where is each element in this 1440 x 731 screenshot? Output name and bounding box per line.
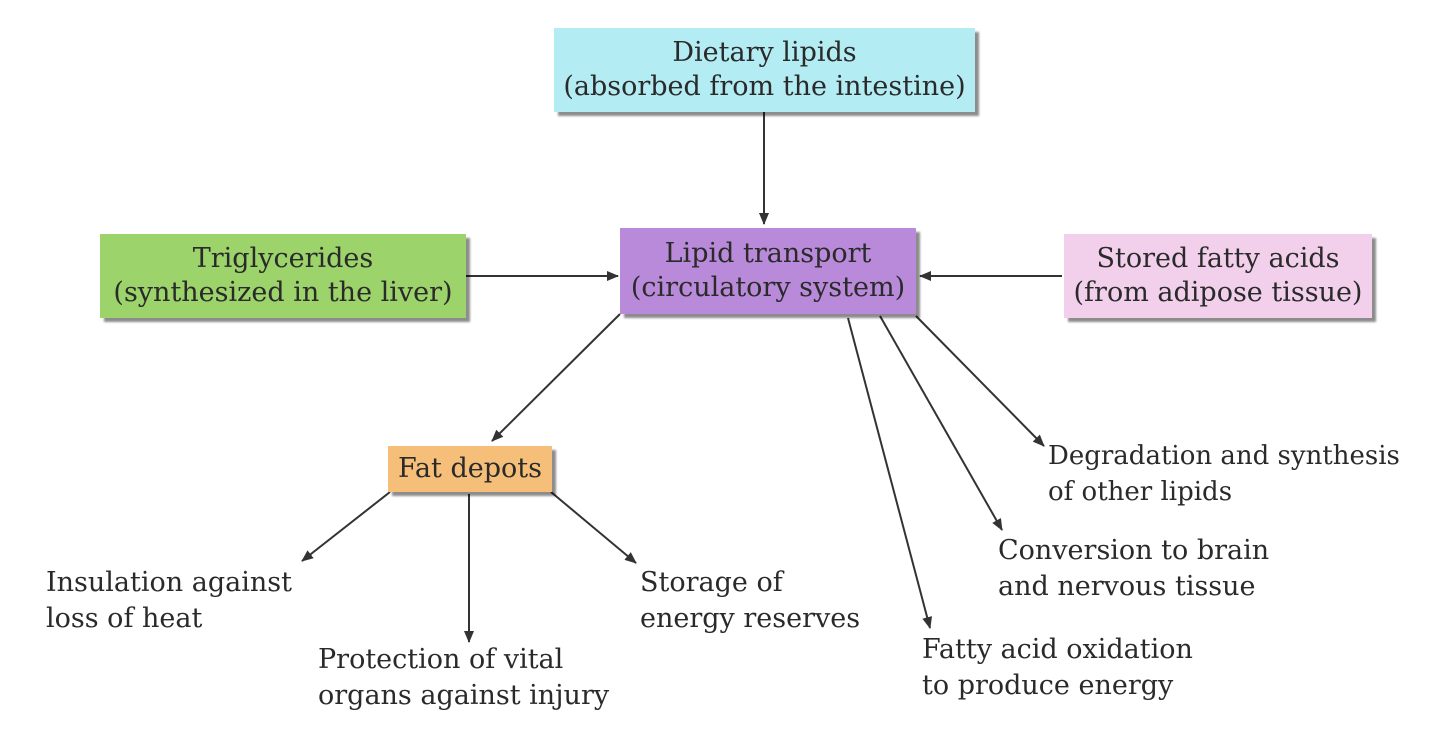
conversion-line1: Conversion to brain (998, 535, 1270, 566)
lipid-transport-title: Lipid transport (664, 238, 872, 269)
degradation-label: Degradation and synthesis of other lipid… (1048, 438, 1400, 510)
arrow-transport-to-conversion (879, 315, 1003, 531)
storage-line1: Storage of (640, 567, 783, 598)
fat-depots-box: Fat depots (388, 446, 552, 492)
stored-fatty-acids-box: Stored fatty acids (from adipose tissue) (1064, 234, 1372, 318)
protection-line1: Protection of vital (318, 644, 564, 675)
dietary-lipids-subtitle: (absorbed from the intestine) (563, 71, 966, 102)
protection-label: Protection of vital organs against injur… (318, 642, 609, 714)
degradation-line1: Degradation and synthesis (1048, 441, 1400, 471)
degradation-line2: of other lipids (1048, 477, 1233, 507)
insulation-line2: loss of heat (46, 603, 203, 634)
oxidation-line1: Fatty acid oxidation (922, 634, 1193, 665)
storage-line2: energy reserves (640, 603, 861, 634)
dietary-lipids-title: Dietary lipids (672, 37, 857, 68)
stored-fatty-acids-subtitle: (from adipose tissue) (1073, 277, 1363, 308)
storage-label: Storage of energy reserves (640, 565, 860, 637)
dietary-lipids-box: Dietary lipids (absorbed from the intest… (554, 28, 975, 112)
insulation-label: Insulation against loss of heat (46, 565, 292, 637)
triglycerides-subtitle: (synthesized in the liver) (113, 277, 453, 308)
arrow-depots-to-storage (550, 491, 637, 564)
oxidation-label: Fatty acid oxidation to produce energy (922, 632, 1193, 704)
arrow-depots-to-insulation (301, 491, 391, 562)
conversion-label: Conversion to brain and nervous tissue (998, 533, 1269, 605)
protection-line2: organs against injury (318, 680, 610, 711)
insulation-line1: Insulation against (46, 567, 292, 598)
conversion-line2: and nervous tissue (998, 571, 1256, 602)
oxidation-line2: to produce energy (922, 670, 1174, 701)
triglycerides-box: Triglycerides (synthesized in the liver) (100, 234, 466, 318)
arrow-transport-to-degradation (915, 315, 1045, 447)
triglycerides-title: Triglycerides (192, 243, 374, 274)
arrow-transport-to-oxidation (847, 317, 933, 629)
arrow-transport-to-depots (491, 313, 621, 442)
lipid-transport-subtitle: (circulatory system) (630, 272, 906, 303)
lipid-transport-box: Lipid transport (circulatory system) (620, 228, 916, 314)
fat-depots-title: Fat depots (398, 453, 542, 484)
stored-fatty-acids-title: Stored fatty acids (1096, 243, 1340, 274)
